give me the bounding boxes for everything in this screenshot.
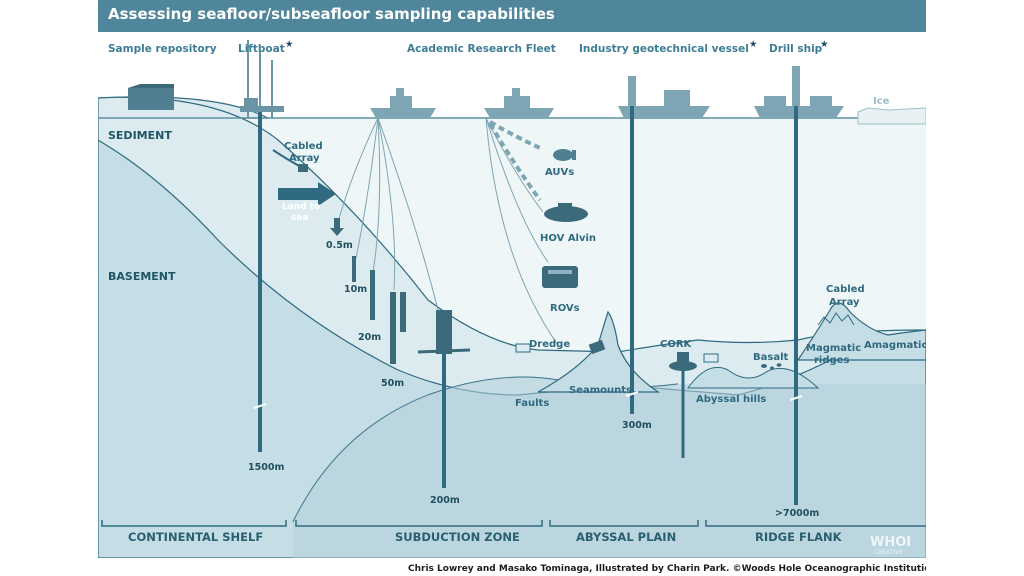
label-auvs: AUVs bbox=[545, 167, 574, 178]
seafloor-node-1 bbox=[515, 343, 531, 353]
label-basalt: Basalt bbox=[753, 352, 788, 363]
ridge-bumps bbox=[817, 312, 855, 326]
rov-icon bbox=[542, 266, 578, 288]
corer-10m bbox=[352, 256, 356, 282]
sample-repository-building bbox=[128, 88, 174, 110]
zone-continental-shelf: CONTINENTAL SHELF bbox=[128, 530, 263, 544]
depth-200m: 200m bbox=[430, 495, 460, 506]
label-hov-alvin: HOV Alvin bbox=[540, 233, 596, 244]
whoi-logo: WHOI bbox=[870, 535, 911, 550]
title-bar: Assessing seafloor/subseafloor sampling … bbox=[98, 0, 926, 32]
label-cabled-array-left-2: Array bbox=[289, 153, 320, 164]
depth-50m: 50m bbox=[381, 378, 404, 389]
depth-300m: 300m bbox=[622, 420, 652, 431]
corer-20m bbox=[370, 270, 375, 320]
label-liftboat: Liftboat bbox=[238, 43, 285, 55]
zone-brackets bbox=[101, 520, 926, 527]
drill-ship-icon bbox=[754, 66, 844, 118]
cork-icon bbox=[669, 352, 697, 371]
depth-20m: 20m bbox=[358, 332, 381, 343]
seafloor-diagram: Sample repository Liftboat ★ Academic Re… bbox=[98, 32, 926, 576]
label-cork: CORK bbox=[660, 339, 693, 350]
depth-10m: 10m bbox=[344, 284, 367, 295]
label-cabled-array-left-1: Cabled bbox=[284, 141, 323, 152]
label-academic-fleet: Academic Research Fleet bbox=[407, 43, 556, 55]
pipe-break-marks bbox=[253, 391, 803, 409]
corer-50m bbox=[390, 292, 406, 364]
label-rovs: ROVs bbox=[550, 303, 580, 314]
zone-subduction: SUBDUCTION ZONE bbox=[395, 530, 520, 544]
depth-05m: 0.5m bbox=[326, 240, 353, 251]
liftboat-icon bbox=[240, 40, 284, 118]
drill-rig-200m bbox=[417, 310, 471, 354]
land-to-sea-arrow bbox=[278, 182, 336, 206]
label-seamounts: Seamounts bbox=[569, 385, 632, 396]
research-ship-icon-1 bbox=[370, 88, 436, 118]
label-land-to-sea-1: Land to bbox=[282, 202, 320, 212]
corer-05m bbox=[330, 218, 344, 236]
credit-strip bbox=[98, 558, 926, 576]
auv-arrow bbox=[489, 120, 541, 150]
label-magmatic-1: Magmatic bbox=[806, 343, 861, 354]
diagram-title: Assessing seafloor/subseafloor sampling … bbox=[108, 5, 555, 23]
zone-ridge-flank: RIDGE FLANK bbox=[755, 530, 843, 544]
dredge-icon bbox=[588, 339, 606, 355]
basalt-pebbles bbox=[761, 363, 782, 370]
ice-sheet bbox=[857, 107, 926, 125]
zone-abyssal-plain: ABYSSAL PLAIN bbox=[576, 530, 676, 544]
drillship-star: ★ bbox=[820, 39, 829, 50]
diagram-frame: Assessing seafloor/subseafloor sampling … bbox=[98, 0, 926, 576]
deep-crust bbox=[293, 377, 926, 558]
seamount-shape bbox=[537, 310, 660, 393]
seafloor-node-2 bbox=[703, 353, 719, 363]
hov-alvin-icon bbox=[544, 203, 588, 222]
liftboat-star: ★ bbox=[285, 39, 294, 50]
label-abyssal-hills: Abyssal hills bbox=[696, 394, 766, 405]
industry-vessel-icon bbox=[618, 76, 710, 118]
sample-repository-roof bbox=[128, 84, 174, 88]
industry-star: ★ bbox=[749, 39, 758, 50]
label-magmatic-2: ridges bbox=[814, 355, 849, 366]
label-sediment: SEDIMENT bbox=[108, 129, 172, 142]
label-ice: Ice bbox=[873, 96, 890, 107]
label-faults: Faults bbox=[515, 398, 549, 409]
cabled-array-left-node bbox=[298, 164, 308, 172]
label-dredge: Dredge bbox=[529, 339, 570, 350]
label-land-to-sea-2: sea bbox=[291, 213, 309, 223]
label-amagmatic: Amagmatic bbox=[864, 340, 926, 351]
label-industry-vessel: Industry geotechnical vessel bbox=[579, 43, 749, 55]
hov-arrow bbox=[488, 122, 542, 202]
label-cabled-array-right-1: Cabled bbox=[826, 284, 865, 295]
label-drill-ship: Drill ship bbox=[769, 43, 823, 55]
tether-lines bbox=[337, 117, 559, 346]
auv-icon bbox=[553, 149, 576, 161]
whoi-logo-sub: CREATIVE bbox=[874, 549, 903, 556]
ridge-shape bbox=[796, 302, 926, 361]
research-ship-icon-2 bbox=[484, 88, 554, 118]
credit-text: Chris Lowrey and Masako Tominaga, Illust… bbox=[408, 564, 926, 574]
label-basement: BASEMENT bbox=[108, 270, 176, 283]
label-sample-repository: Sample repository bbox=[108, 43, 217, 55]
depth-7000m: >7000m bbox=[775, 508, 819, 519]
label-cabled-array-right-2: Array bbox=[829, 297, 860, 308]
depth-1500m: 1500m bbox=[248, 462, 284, 473]
